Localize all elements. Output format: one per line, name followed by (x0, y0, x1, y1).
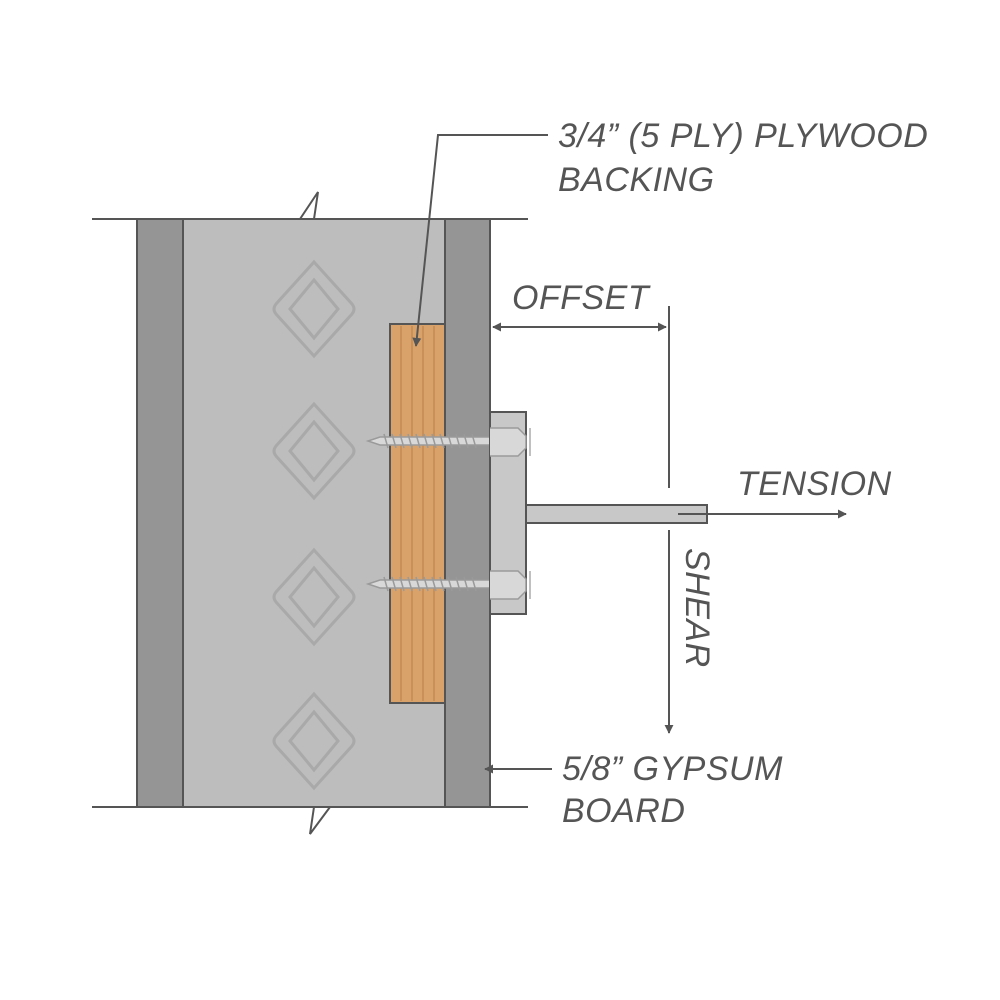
plywood-board (389, 323, 446, 704)
knockout-diamond (288, 565, 340, 629)
countersunk-screw-head-lower (490, 570, 527, 600)
offset-label: OFFSET (512, 279, 651, 317)
knockout-diamond (272, 259, 356, 359)
left-gypsum-board (136, 218, 184, 808)
gypsum-label-line1: 5/8” GYPSUM (562, 750, 783, 788)
plywood-callout: 3/4” (5 PLY) PLYWOOD BACKING (412, 117, 928, 347)
plywood-leader-line (412, 134, 548, 347)
knockout-diamond (272, 547, 356, 647)
plywood-label-line1: 3/4” (5 PLY) PLYWOOD (558, 117, 928, 155)
countersunk-screw-head-upper (490, 427, 527, 457)
plywood-plies (400, 326, 435, 701)
plywood-backing (389, 323, 446, 704)
knockout-diamond (288, 709, 340, 773)
right-gypsum-board (444, 218, 491, 808)
knockout-diamond (272, 401, 356, 501)
plywood-label-line2: BACKING (558, 161, 715, 199)
shear-label: SHEAR (678, 548, 716, 668)
shear-indicator: SHEAR (664, 530, 716, 734)
mounting-bracket (489, 411, 708, 615)
stud-knockouts (272, 259, 356, 791)
gypsum-label-line2: BOARD (562, 792, 685, 830)
knockout-diamond (288, 277, 340, 341)
offset-dimension: OFFSET (492, 279, 670, 488)
gypsum-callout: 5/8” GYPSUM BOARD (484, 750, 783, 830)
tension-label: TENSION (737, 465, 892, 503)
knockout-diamond (272, 691, 356, 791)
tension-indicator: TENSION (678, 465, 892, 519)
knockout-diamond (288, 419, 340, 483)
